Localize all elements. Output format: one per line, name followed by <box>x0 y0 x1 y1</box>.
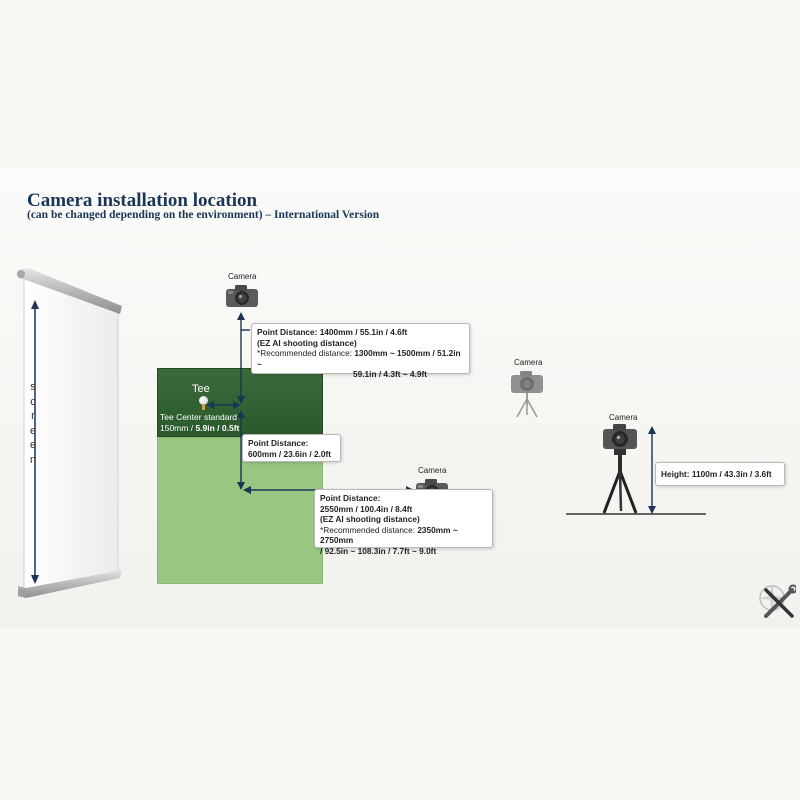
hitting-mat-stance-area <box>157 437 323 584</box>
tee-standard-value-prefix: 150mm / <box>160 423 196 433</box>
projector-screen-icon <box>17 268 122 598</box>
tee-label: Tee <box>192 383 210 395</box>
callout-height-line1: Height: 1100m / 43.3in / 3.6ft <box>661 469 772 479</box>
page-subtitle: (can be changed depending on the environ… <box>27 209 380 221</box>
callout-top-line2: (EZ AI shooting distance) <box>257 337 357 348</box>
screen-letter: s <box>30 381 36 393</box>
tee-peg-icon <box>202 404 205 410</box>
screen-letter: n <box>29 453 37 466</box>
callout-middle-line1: Point Distance: <box>248 438 309 448</box>
compass-wrench-icon[interactable] <box>752 580 796 620</box>
camera-top-label: Camera <box>228 272 257 281</box>
callout-middle-distance: Point Distance: 600mm / 23.6in / 2.0ft <box>242 434 341 462</box>
callout-bottom-line4-value: 2350mm ~ 2750mm <box>320 524 458 546</box>
callout-bottom-line4-label: *Recommended distance: <box>320 524 418 535</box>
callout-top-line1: Point Distance: 1400mm / 55.1in / 4.6ft <box>257 327 408 337</box>
callout-top-line3-label: *Recommended distance: <box>257 348 355 359</box>
tee-standard-line1: Tee Center standard <box>160 412 238 422</box>
callout-top-line3-value: 1300mm ~ 1500mm / 51.2in ~ <box>257 348 461 369</box>
callout-top-line4: 59.1in / 4.3ft ~ 4.9ft <box>353 369 428 380</box>
callout-top-distance: Point Distance: 1400mm / 55.1in / 4.6ft … <box>251 323 470 379</box>
callout-bottom-line1: Point Distance: <box>320 493 381 503</box>
camera-icon <box>226 285 258 307</box>
tripod-camera-icon <box>511 371 543 418</box>
callout-bottom-line3: (EZ AI shooting distance) <box>320 514 420 525</box>
golf-ball-icon <box>199 396 208 405</box>
screen-letter: r <box>31 410 35 422</box>
tee-center-standard: Tee Center standard 150mm / 5.9in / 0.5f… <box>160 412 239 434</box>
callout-middle-line2: 600mm / 23.6in / 2.0ft <box>248 448 332 459</box>
tripod-icon <box>602 424 638 514</box>
callout-height: Height: 1100m / 43.3in / 3.6ft <box>655 462 785 486</box>
callout-bottom-line2: 2550mm / 100.4in / 8.4ft <box>320 503 413 514</box>
background-band <box>0 168 800 628</box>
page-title: Camera installation location <box>27 190 258 211</box>
callout-bottom-distance: Point Distance: 2550mm / 100.4in / 8.4ft… <box>314 489 493 556</box>
camera-side-label: Camera <box>514 358 543 367</box>
screen-letter: c <box>30 395 36 408</box>
screen-letter: e <box>29 424 37 437</box>
camera-tripod-label: Camera <box>609 413 638 422</box>
tee-standard-value-bold: 5.9in / 0.5ft <box>195 423 240 433</box>
screen-letter: e <box>29 439 37 451</box>
camera-front-label: Camera <box>418 466 447 475</box>
callout-bottom-line5: / 92.5in ~ 108.3in / 7.7ft ~ 9.0ft <box>320 545 437 556</box>
